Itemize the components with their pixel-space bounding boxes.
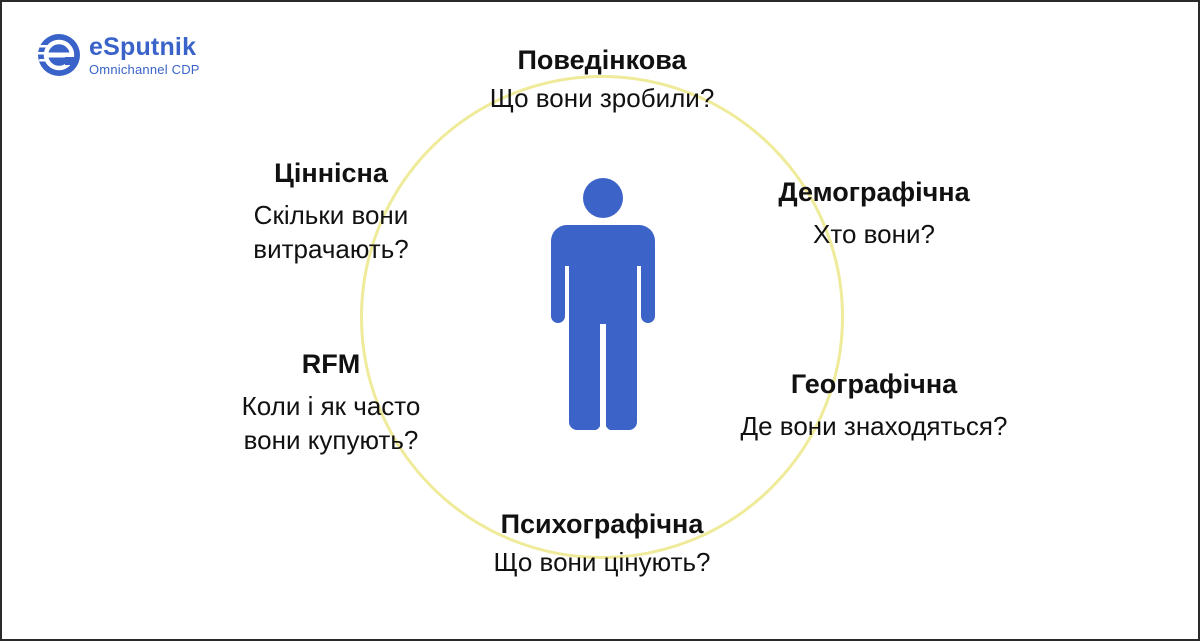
segment-question: Хто вони?: [813, 219, 935, 250]
segment-question: Де вони знаходяться?: [740, 411, 1008, 442]
segment-title: Ціннісна: [274, 158, 388, 188]
segment-title: Географічна: [790, 369, 958, 399]
person-icon: [551, 178, 655, 430]
segment-title: Психографічна: [500, 509, 704, 539]
brand-logo: eSputnik Omnichannel CDP: [36, 32, 200, 78]
segment-geographic: Географічна Де вони знаходяться?: [674, 368, 1074, 444]
brand-tagline: Omnichannel CDP: [89, 61, 200, 77]
segment-question: Скільки вони витрачають?: [253, 200, 409, 265]
segment-question: Що вони цінують?: [493, 547, 711, 578]
segment-question: Коли і як часто вони купують?: [241, 391, 421, 456]
segment-question: Що вони зробили?: [489, 83, 715, 114]
segment-title: Поведінкова: [517, 45, 687, 75]
segment-ring: [360, 75, 844, 559]
segment-title: RFM: [301, 349, 361, 379]
segment-psychographic: Психографічна Що вони цінують?: [402, 508, 802, 580]
segment-value: Ціннісна Скільки вони витрачають?: [181, 157, 481, 267]
esputnik-logo-icon: [37, 34, 80, 76]
brand-name: eSputnik: [89, 32, 197, 61]
segment-behavioral: Поведінкова Що вони зробили?: [402, 44, 802, 116]
segment-title: Демографічна: [778, 177, 970, 207]
segment-demographic: Демографічна Хто вони?: [724, 176, 1024, 252]
segment-rfm: RFM Коли і як часто вони купують?: [181, 348, 481, 458]
